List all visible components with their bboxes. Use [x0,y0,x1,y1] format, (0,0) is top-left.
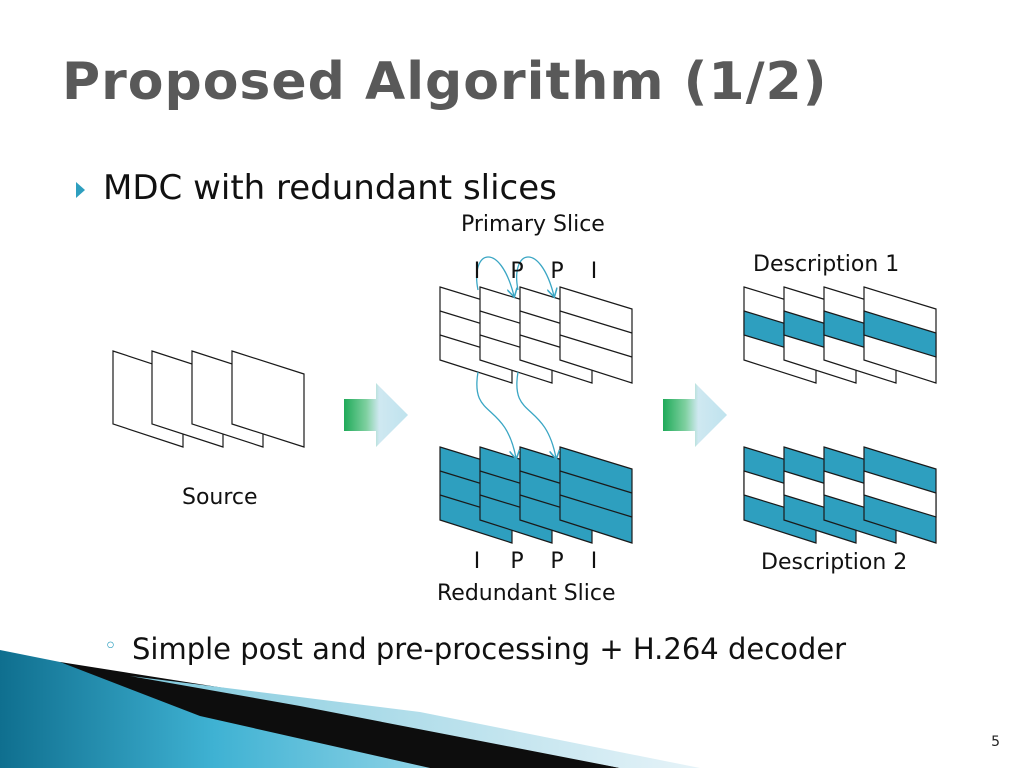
primary-frame-type-1: I [467,259,487,284]
source-frames [113,351,304,447]
redundant-frame-type-2: P [507,549,527,574]
redundant-frame-type-3: P [547,549,567,574]
primary-frame-type-3: P [547,259,567,284]
redundant-frame-type-4: I [584,549,604,574]
description1-label: Description 1 [753,252,899,277]
decorative-swoosh [0,650,700,768]
redundant-slice-label: Redundant Slice [437,581,616,606]
primary-frames [440,287,632,383]
description2-frames [744,447,936,543]
description2-label: Description 2 [761,550,907,575]
primary-frame-type-2: P [507,259,527,284]
process-arrow-1 [344,383,408,447]
sub-bullet-text: Simple post and pre-processing + H.264 d… [132,632,846,666]
primary-frame-type-4: I [584,259,604,284]
redundant-dependency-arrow-2 [517,372,556,458]
redundant-dependency-arrow-1 [477,372,516,458]
sub-bullet-circle-icon: ◦ [104,634,117,659]
redundant-frames [440,447,632,543]
redundant-frame-type-1: I [467,549,487,574]
description1-frames [744,287,936,383]
primary-slice-label: Primary Slice [461,212,605,237]
process-arrow-2 [663,383,727,447]
page-number: 5 [991,734,1000,750]
source-label: Source [182,485,258,510]
